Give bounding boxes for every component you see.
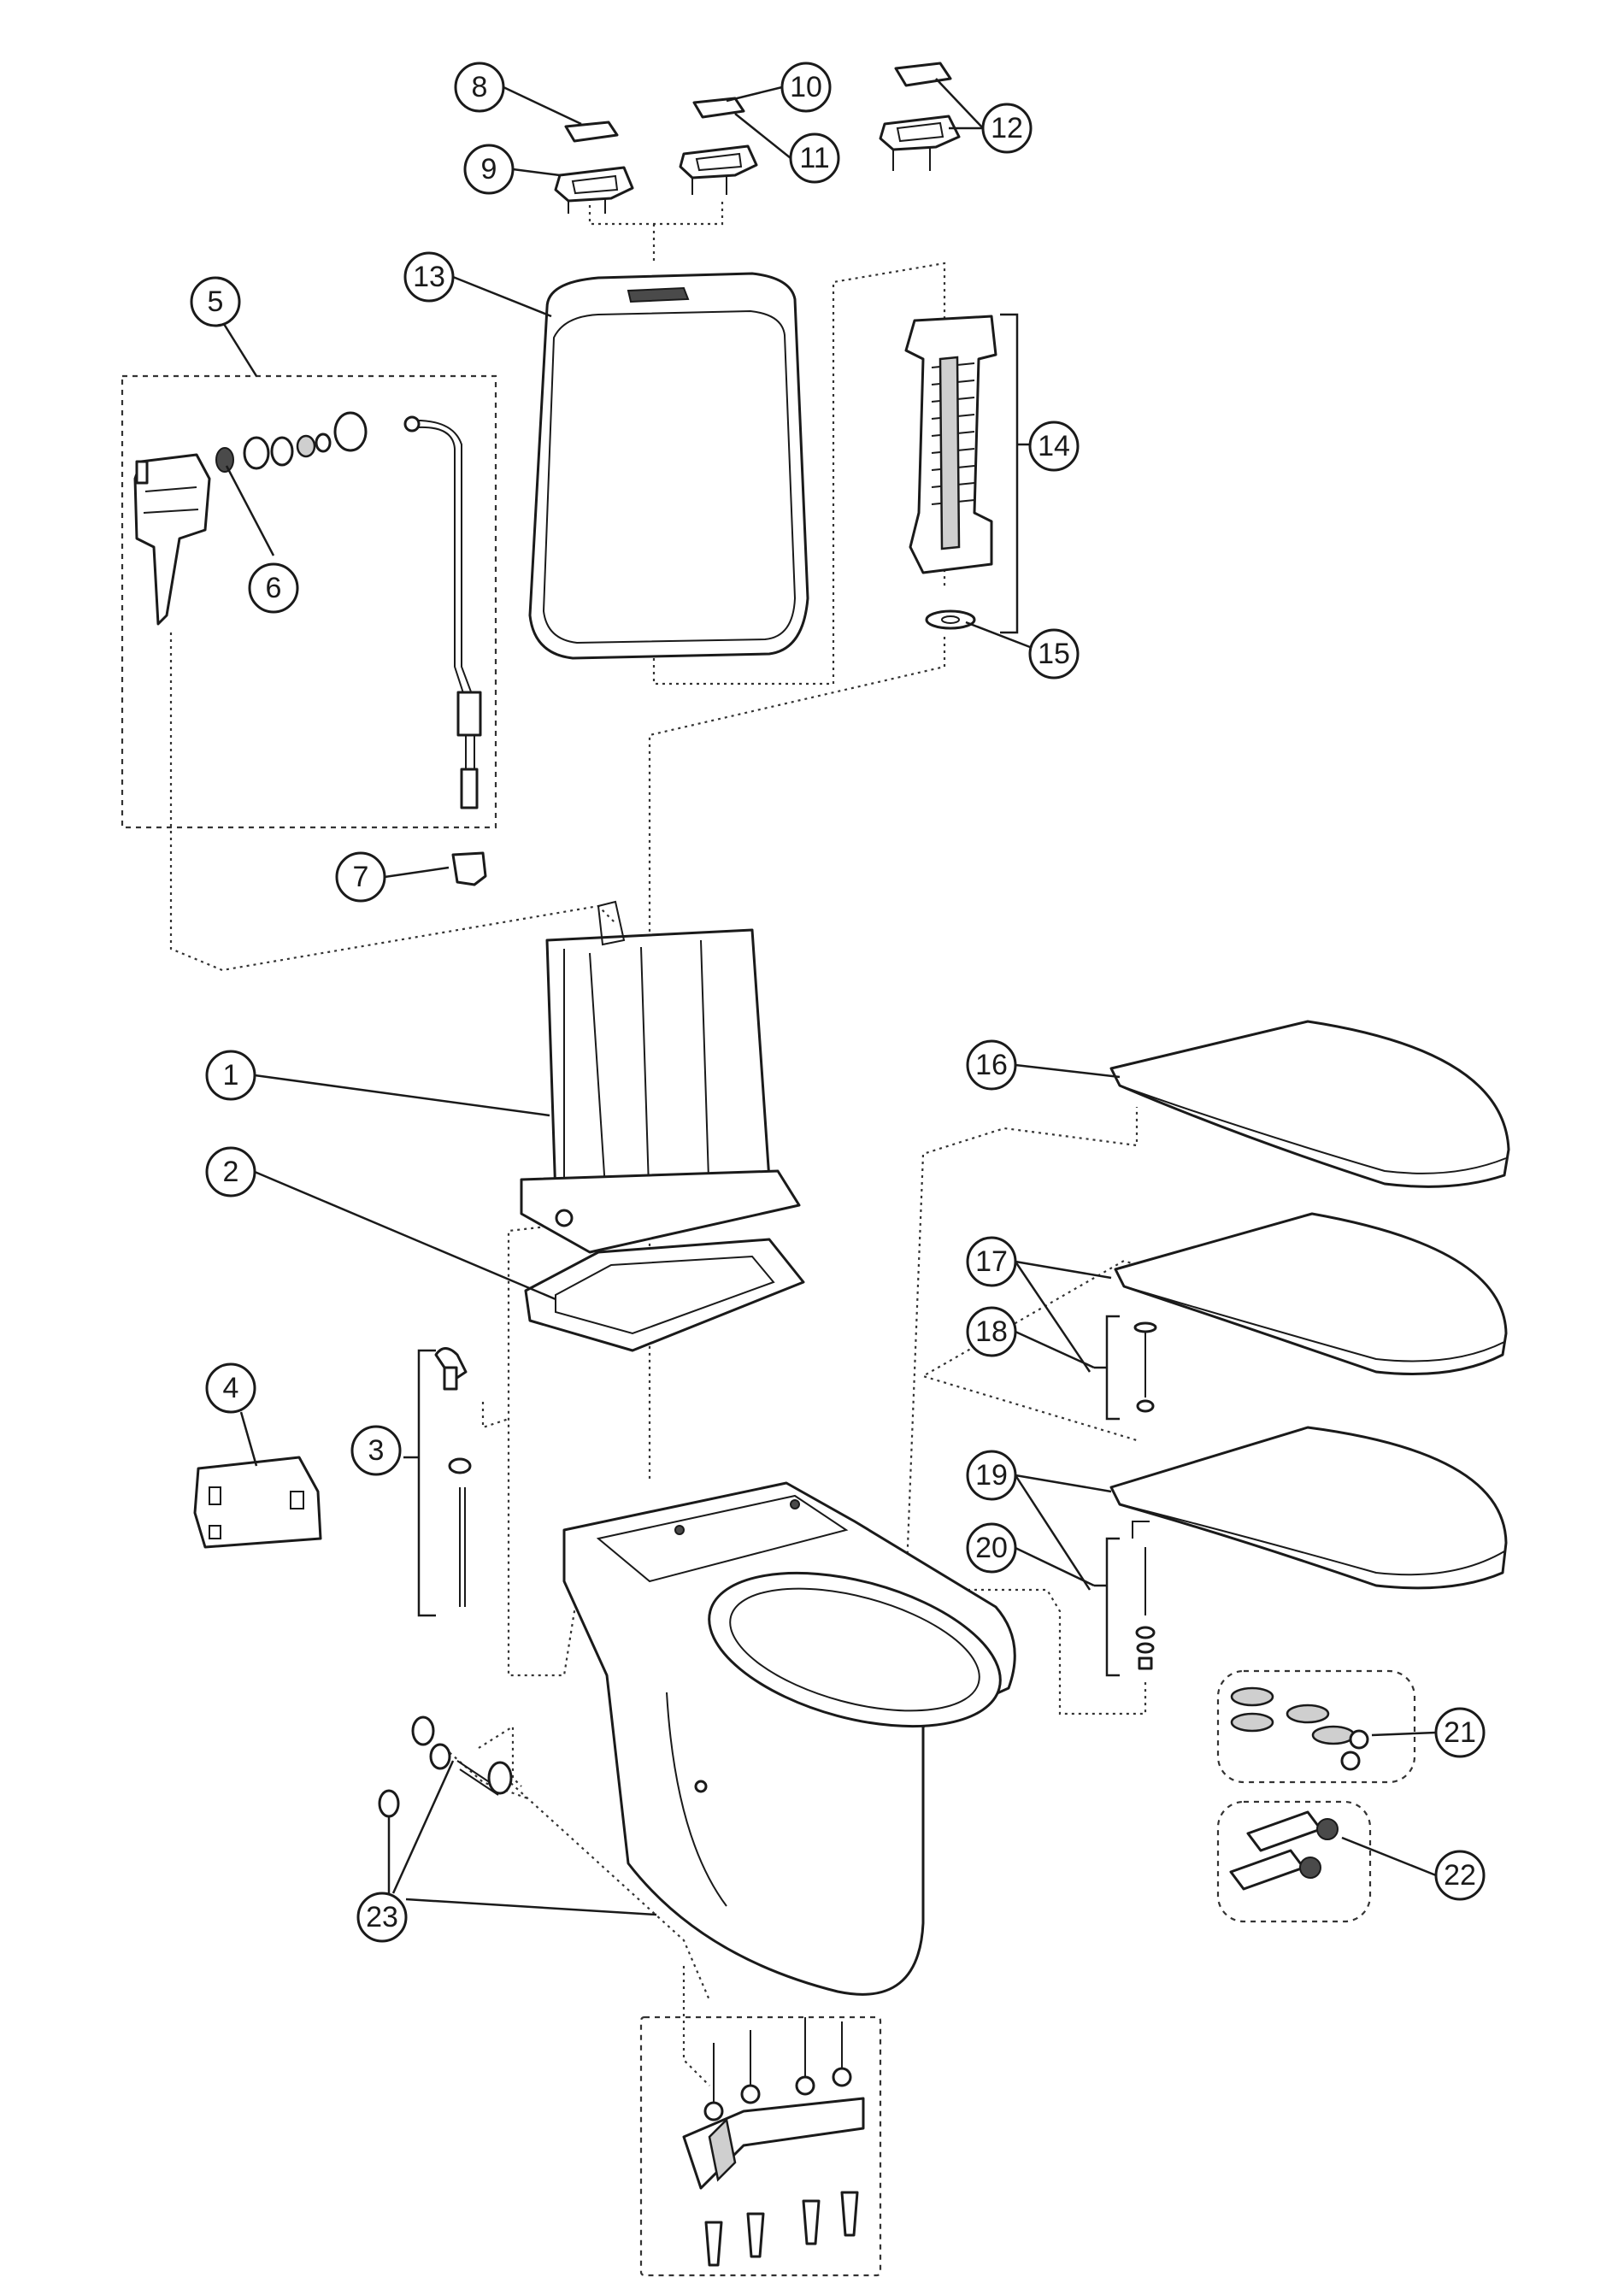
callout-label-21: 21 <box>1444 1716 1476 1749</box>
cistern-bolts <box>434 1347 472 1607</box>
callout-21: 21 <box>1434 1707 1486 1758</box>
callout-label-14: 14 <box>1038 430 1070 462</box>
callout-9: 9 <box>463 144 515 195</box>
callout-label-23: 23 <box>366 1901 398 1933</box>
flush-button-assemblies <box>554 62 961 214</box>
callout-10: 10 <box>780 62 832 113</box>
hinge-bolts <box>1229 1810 1339 1891</box>
callout-label-2: 2 <box>223 1156 239 1188</box>
callouts: 1 2 3 4 5 6 7 8 9 10 11 12 13 14 15 16 1… <box>190 62 1486 1943</box>
callout-8: 8 <box>454 62 505 113</box>
callout-label-15: 15 <box>1038 638 1070 670</box>
callout-5: 5 <box>190 276 241 327</box>
hinge-bracket-upper <box>1094 1315 1120 1421</box>
callout-1: 1 <box>205 1050 256 1101</box>
cistern-gasket-inner <box>555 1255 775 1335</box>
callout-18: 18 <box>966 1306 1017 1357</box>
callout-label-3: 3 <box>368 1434 385 1467</box>
callout-11: 11 <box>789 132 840 184</box>
group-box-fixing-kit <box>639 2015 882 2277</box>
callout-4: 4 <box>205 1362 256 1414</box>
callout-6: 6 <box>248 562 299 614</box>
cistern-bolts-bracket <box>403 1349 436 1617</box>
wall-bracket <box>193 1456 322 1549</box>
callout-label-22: 22 <box>1444 1859 1476 1892</box>
leader-lines <box>214 78 1437 1916</box>
callout-23: 23 <box>356 1892 408 1943</box>
callout-17: 17 <box>966 1236 1017 1287</box>
cistern-gasket <box>524 1238 805 1352</box>
callout-label-17: 17 <box>975 1245 1008 1278</box>
flush-valve-bracket <box>1000 313 1030 634</box>
cistern-lid <box>528 272 809 660</box>
callout-label-19: 19 <box>975 1459 1008 1492</box>
callout-label-9: 9 <box>481 153 497 185</box>
group-box-fill-valve <box>121 374 497 829</box>
fill-valve-assembly <box>133 411 487 886</box>
callout-label-6: 6 <box>266 572 282 604</box>
callout-label-7: 7 <box>353 861 369 893</box>
callout-label-1: 1 <box>223 1059 239 1092</box>
callout-3: 3 <box>350 1425 402 1476</box>
toilet-seats <box>1109 1020 1510 1590</box>
callout-label-11: 11 <box>799 142 829 174</box>
callout-label-12: 12 <box>991 112 1023 144</box>
group-box-seat-hinges <box>1216 1800 1372 1923</box>
fixing-kit <box>378 1715 865 2267</box>
seat-buffers <box>1230 1686 1369 1771</box>
hinge-bracket-lower <box>1094 1537 1120 1677</box>
callout-7: 7 <box>335 851 386 903</box>
callout-16: 16 <box>966 1039 1017 1091</box>
callout-13: 13 <box>403 251 455 303</box>
callout-15: 15 <box>1028 628 1080 680</box>
callout-label-13: 13 <box>413 261 445 293</box>
callout-22: 22 <box>1434 1850 1486 1901</box>
callout-20: 20 <box>966 1522 1017 1574</box>
callout-label-10: 10 <box>790 71 822 103</box>
callout-14: 14 <box>1028 421 1080 472</box>
callout-label-20: 20 <box>975 1532 1008 1564</box>
wall-bracket-slots <box>209 1486 304 1539</box>
callout-label-4: 4 <box>223 1372 239 1404</box>
callout-label-8: 8 <box>472 71 488 103</box>
seat-hinges <box>1132 1321 1157 1670</box>
cistern-body <box>520 900 801 1254</box>
callout-label-18: 18 <box>975 1315 1008 1348</box>
callout-12: 12 <box>981 103 1033 154</box>
group-box-seat-buffers <box>1216 1669 1416 1784</box>
callout-2: 2 <box>205 1146 256 1198</box>
toilet-pan <box>562 1481 1016 1996</box>
callout-19: 19 <box>966 1450 1017 1501</box>
callout-label-5: 5 <box>208 285 224 318</box>
callout-label-16: 16 <box>975 1049 1008 1081</box>
flush-valve <box>904 315 997 630</box>
